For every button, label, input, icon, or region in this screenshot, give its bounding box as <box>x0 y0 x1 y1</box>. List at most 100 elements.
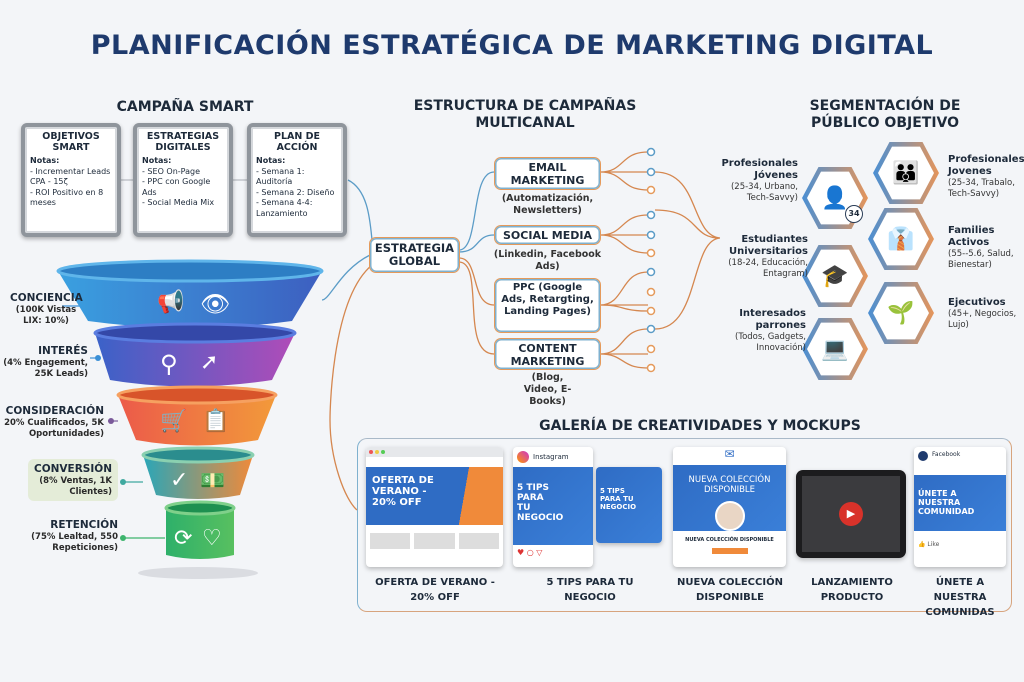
mockup-landing-page[interactable]: OFERTA DE VERANO - 20% OFF <box>366 447 503 567</box>
note-line: - ROI Positivo en 8 meses <box>30 187 104 208</box>
check-circle-icon: ✓ <box>170 468 189 493</box>
segment-label: Profesionales Jóvenes(25-34, Urbano, Tec… <box>712 158 798 203</box>
like-icon[interactable]: ♥ ○ ▽ <box>517 548 543 557</box>
content-detail: (Blog, Video, E-Books) <box>523 372 572 407</box>
stage-title: CONSIDERACIÓN <box>5 405 104 417</box>
segment-detail: (45+, Negocios, Lujo) <box>948 309 1017 330</box>
segment-detail: (18-24, Educación, Entagram) <box>728 258 808 279</box>
social-detail: (Linkedin, Facebook Ads) <box>493 249 602 272</box>
mockup-video-tablet[interactable]: ▶ <box>796 470 906 558</box>
caption: OFERTA DE VERANO - 20% OFF <box>375 577 495 603</box>
segment-hex-2: 👪 <box>873 141 939 205</box>
gallery-frame <box>357 438 1012 612</box>
browser-bar <box>366 447 503 457</box>
segment-title: Families Activos <box>948 225 995 248</box>
note-line: - PPC con Google Ads <box>142 177 211 197</box>
segment-title: Profesionales Jóvenes <box>721 158 798 181</box>
age-badge: 34 <box>845 205 863 223</box>
cart-icon: 🛒 <box>160 409 188 434</box>
note-line: - SEO On-Page <box>142 166 201 176</box>
facebook-header: Facebook <box>914 447 1006 465</box>
segment-detail: (25-34, Urbano, Tech-Savvy) <box>730 182 798 203</box>
funnel-level-interes <box>93 322 297 387</box>
note-line: - Semana 4-4: Lanzamiento <box>256 198 313 218</box>
smart-heading: CAMPAÑA SMART <box>116 99 254 115</box>
stage-title: CONVERSIÓN <box>34 463 112 475</box>
clipboard-check-icon: 📋 <box>202 409 230 434</box>
refresh-icon: ⟳ <box>174 526 193 551</box>
funnel-level-conciencia <box>56 259 324 328</box>
banner-text: 5 TIPS PARA TU NEGOCIO <box>517 483 564 523</box>
segment-label: Interesados parrones(Todos, Gadgets, Inn… <box>712 308 806 353</box>
instagram-header: Instagram <box>513 447 593 467</box>
banner-text: OFERTA DE VERANO - 20% OFF <box>372 475 434 508</box>
note-line: - Social Media Mix <box>142 198 215 207</box>
segment-detail: (25-34, Trabalo, Tech-Savvy) <box>948 178 1015 199</box>
stage-title: RETENCIÓN <box>50 519 118 531</box>
email-subtitle: NUEVA COLECCIÓN DISPONIBLE <box>685 537 774 543</box>
funnel-level-conversion <box>141 446 255 499</box>
play-icon[interactable]: ▶ <box>839 502 863 526</box>
segment-label: Profesionales Jovenes(25-34, Trabalo, Te… <box>948 154 1024 199</box>
mockup-instagram-post[interactable]: Instagram 5 TIPS PARA TU NEGOCIO ♥ ○ ▽ <box>513 447 593 567</box>
funnel-label-retencion: RETENCIÓN(75% Lealtad, 550 Repeticiones) <box>0 519 118 553</box>
caption: 5 TIPS PARA TU NEGOCIO <box>546 577 634 603</box>
node-estrategia-global[interactable]: ESTRATEGIA GLOBAL <box>369 237 460 273</box>
like-icon[interactable]: 👍 Like <box>918 541 940 548</box>
smart-box-objetivos: OBJETIVOS SMART Notas: - Incrementar Lea… <box>21 123 121 237</box>
smart-box-plan: PLAN DE ACCIÓN Notas: - Semana 1: Audito… <box>247 123 347 237</box>
banner-text: 5 TIPS PARA TU NEGOCIO <box>600 487 637 511</box>
page-title: PLANIFICACIÓN ESTRATÉGICA DE MARKETING D… <box>90 30 934 61</box>
note-line: - Semana 1: Auditoría <box>256 166 305 187</box>
brand-name: Instagram <box>533 453 569 461</box>
hand-plant-icon: 🌱 <box>873 286 929 340</box>
segment-title: Ejecutivos <box>948 297 1006 308</box>
node-ppc[interactable]: PPC (Google Ads, Retargting, Landing Pag… <box>494 278 601 333</box>
search-icon: ⚲ <box>160 350 178 378</box>
segment-hex-3: 👔 <box>868 207 934 271</box>
notes-label: Notas: <box>256 156 286 165</box>
segment-label: Families Activos(55--5.6, Salud, Bienest… <box>948 225 1024 270</box>
megaphone-icon: 📢 <box>157 290 185 315</box>
family-icon: 👪 <box>878 146 934 200</box>
stage-detail: (100K Vistas LIX: 10%) <box>15 305 77 326</box>
segment-hex-5: 🌱 <box>868 281 934 345</box>
stage-detail: 20% Cualificados, 5K Oportunidades) <box>4 418 104 439</box>
mockup-facebook-post[interactable]: Facebook ÚNETE A NUESTRA COMUNIDAD 👍 Lik… <box>914 447 1006 567</box>
smart-box-estrategias: ESTRATEGIAS DIGITALES Notas: - SEO On-Pa… <box>133 123 233 237</box>
box-title: ESTRATEGIAS DIGITALES <box>146 131 220 153</box>
notes-label: Notas: <box>30 156 60 165</box>
businessman-icon: 👔 <box>873 212 929 266</box>
stage-detail: (75% Lealtad, 550 Repeticiones) <box>31 532 118 553</box>
funnel-level-consideracion <box>116 385 278 446</box>
mockup-email[interactable]: ✉ NUEVA COLECCIÓN DISPONIBLE NUEVA COLEC… <box>673 447 786 567</box>
segmentation-heading: SEGMENTACIÓN DE PÚBLICO OBJETIVO <box>809 98 961 131</box>
brand-name: Facebook <box>932 451 961 458</box>
mockup-story[interactable]: 5 TIPS PARA TU NEGOCIO <box>596 467 662 543</box>
segment-detail: (55--5.6, Salud, Bienestar) <box>948 249 1014 270</box>
note-line: - Incrementar Leads CPA - 15ζ <box>30 166 111 187</box>
node-email-marketing[interactable]: EMAIL MARKETING <box>494 157 601 190</box>
stage-title: CONCIENCIA <box>10 292 83 304</box>
mail-icon: ✉ <box>724 447 735 461</box>
banner-text: ÚNETE A NUESTRA COMUNIDAD <box>918 489 975 516</box>
multichannel-heading: ESTRUCTURA DE CAMPAÑAS MULTICANAL <box>413 98 637 131</box>
banner-text: NUEVA COLECCIÓN DISPONIBLE <box>688 475 771 495</box>
gallery-heading: GALERÍA DE CREATIVIDADES Y MOCKUPS <box>539 418 861 434</box>
funnel-label-conversion: CONVERSIÓN(8% Ventas, 1K Clientes) <box>28 459 118 501</box>
funnel <box>56 259 324 579</box>
cursor-click-icon: ➚ <box>200 350 219 375</box>
funnel-label-interes: INTERÉS(4% Engagement, 25K Leads) <box>0 345 88 379</box>
node-social-media[interactable]: SOCIAL MEDIA <box>494 225 601 245</box>
segment-hex-4: 🎓 <box>802 244 868 308</box>
graduate-icon: 🎓 <box>807 249 863 303</box>
box-title: OBJETIVOS SMART <box>42 131 100 153</box>
node-content-marketing[interactable]: CONTENT MARKETING <box>494 338 601 370</box>
caption: LANZAMIENTO PRODUCTO <box>811 577 893 603</box>
notes-label: Notas: <box>142 156 172 165</box>
segment-label: Ejecutivos(45+, Negocios, Lujo) <box>948 297 1018 330</box>
funnel-level-retencion <box>164 500 236 559</box>
segment-title: Interesados parrones <box>739 308 806 331</box>
